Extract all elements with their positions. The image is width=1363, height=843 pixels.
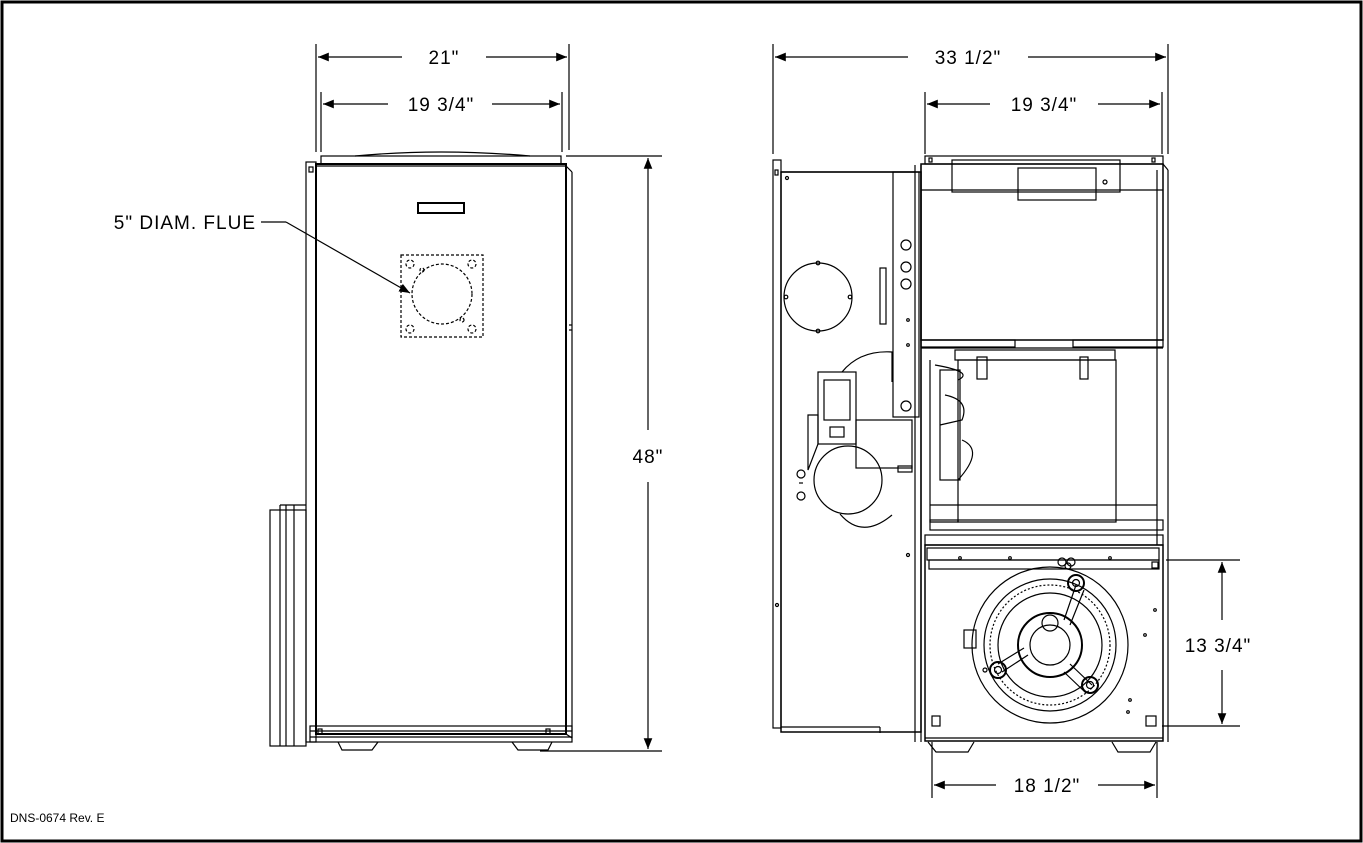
control-slot [417, 202, 465, 214]
vestibule-panel [780, 171, 922, 733]
front-view [269, 151, 573, 751]
frame-channel [892, 171, 920, 418]
side-foot-left [927, 741, 975, 753]
front-width-overall-label: 21" [429, 48, 460, 69]
drawing-id-label: DNS-0674 Rev. E [10, 811, 104, 825]
inducer-assembly [796, 351, 913, 528]
flue-box [951, 159, 1121, 193]
front-bottom-rail [309, 725, 573, 743]
burner-assembly [954, 349, 1116, 361]
side-width-inner-label: 19 3/4" [1011, 95, 1078, 116]
blower-height-label: 13 3/4" [1185, 636, 1252, 657]
front-top-cap [320, 155, 562, 165]
heat-exchanger-lower [957, 359, 1117, 523]
blower-compartment [924, 544, 1164, 742]
side-depth-overall-label: 33 1/2" [935, 48, 1002, 69]
front-panel [315, 163, 567, 735]
flue-collar [400, 254, 484, 338]
front-height-label: 48" [633, 447, 664, 468]
front-foot-right [511, 741, 553, 751]
side-dimensions [772, 44, 1240, 798]
heat-exchanger-upper [920, 163, 1164, 341]
side-view [772, 155, 1169, 753]
front-left-flange [305, 161, 317, 743]
flue-label: 5" DIAM. FLUE [114, 213, 256, 234]
front-dimensions [261, 44, 662, 752]
side-left-flange [772, 159, 782, 729]
side-knockout [783, 262, 853, 332]
blower-wheel [963, 566, 1129, 724]
blower-width-label: 18 1/2" [1014, 776, 1081, 797]
front-width-inner-label: 19 3/4" [408, 95, 475, 116]
front-foot-left [337, 741, 379, 751]
filter-rack [269, 509, 307, 747]
blower-rail [928, 559, 1160, 570]
side-foot-right [1111, 741, 1157, 753]
